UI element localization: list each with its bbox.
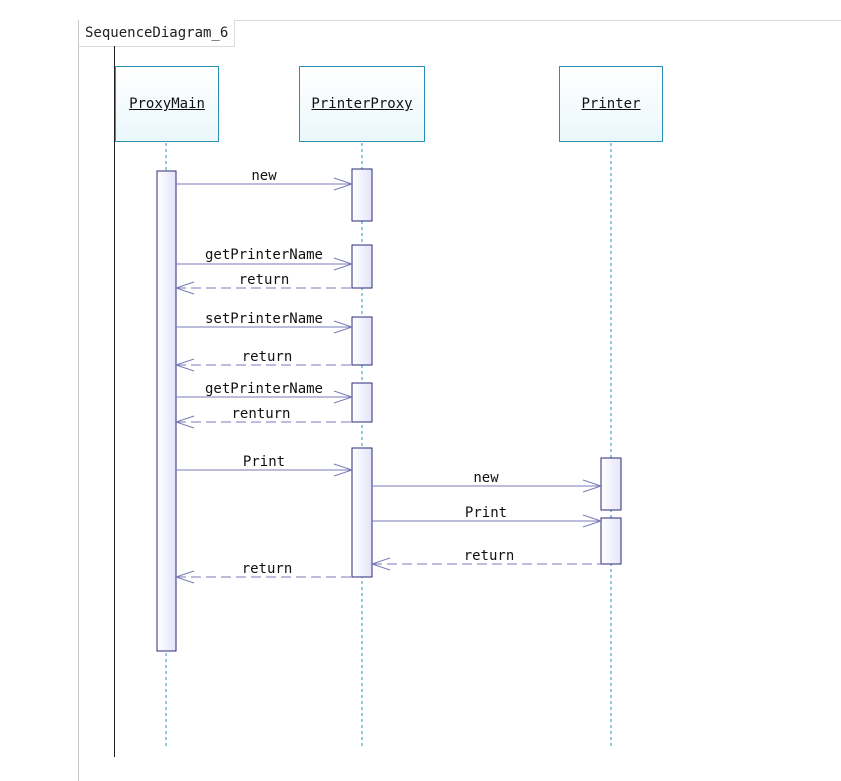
message-label: new — [473, 470, 499, 486]
arrowhead-icon — [174, 570, 195, 584]
activation-printerproxy-set — [351, 316, 373, 366]
arrowhead-icon — [333, 390, 354, 404]
activation-printer-new — [600, 457, 622, 511]
left-border-line — [114, 46, 115, 757]
message-label: getPrinterName — [205, 381, 323, 397]
activation-proxymain — [156, 170, 177, 652]
arrowhead-icon — [582, 514, 603, 528]
lifeline-head-proxymain[interactable]: ProxyMain — [115, 66, 219, 142]
message-label: return — [239, 272, 290, 288]
message-label: return — [242, 349, 293, 365]
activation-printerproxy-get2 — [351, 382, 373, 423]
arrowhead-icon — [333, 257, 354, 271]
arrowhead-icon — [174, 415, 195, 429]
activation-printerproxy-get1 — [351, 244, 373, 289]
arrowhead-icon — [333, 177, 354, 191]
message-label: Print — [243, 454, 285, 470]
message-label: getPrinterName — [205, 247, 323, 263]
message-label: new — [251, 168, 277, 184]
diagram-title: SequenceDiagram_6 — [78, 20, 236, 47]
arrowhead-icon — [333, 463, 354, 477]
arrowhead-icon — [582, 479, 603, 493]
message-label: renturn — [231, 406, 290, 422]
message-label: return — [242, 561, 293, 577]
arrowhead-icon — [333, 320, 354, 334]
activation-printerproxy-new — [351, 168, 373, 222]
activation-printerproxy-print — [351, 447, 373, 578]
activation-printer-print — [600, 517, 622, 565]
diagram-frame — [78, 20, 841, 781]
lifeline-head-printerproxy[interactable]: PrinterProxy — [299, 66, 425, 142]
message-label: return — [464, 548, 515, 564]
arrowhead-icon — [174, 281, 195, 295]
sequence-diagram: new getPrinterName return setPrinterName… — [156, 143, 622, 748]
arrowhead-icon — [370, 557, 391, 571]
message-label: Print — [465, 505, 507, 521]
lifeline-head-printer[interactable]: Printer — [559, 66, 663, 142]
message-label: setPrinterName — [205, 311, 323, 327]
arrowhead-icon — [174, 358, 195, 372]
